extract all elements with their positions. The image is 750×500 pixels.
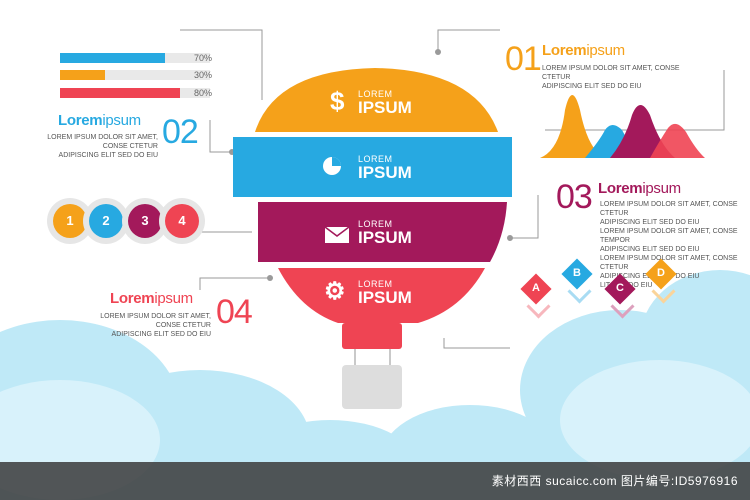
balloon-band-4 xyxy=(278,268,485,323)
diamond-b-label: B xyxy=(573,267,581,279)
connector-lines xyxy=(180,29,725,349)
progress-label-1: 70% xyxy=(193,53,212,63)
section-01-desc-line-2: ADIPISCING ELIT SED DO EIU xyxy=(542,83,642,90)
watermark-bar xyxy=(0,462,750,500)
section-01-bold: Lorem xyxy=(542,42,587,59)
diamond-d-label: D xyxy=(657,267,665,279)
section-04-light: ipsum xyxy=(154,290,193,307)
band-3-label: LOREM IPSUM xyxy=(358,219,412,247)
section-03-desc-line-2: ADIPISCING ELIT SED DO EIU xyxy=(600,219,700,226)
section-02-desc: LOREM IPSUM DOLOR SIT AMET, CONSE CTETUR… xyxy=(28,133,158,160)
progress-fill-1 xyxy=(60,53,165,63)
circle-2: 2 xyxy=(89,204,123,238)
diamond-c-label: C xyxy=(616,282,624,294)
mini-wave-chart xyxy=(540,95,705,158)
band-4-small: LOREM xyxy=(358,279,393,289)
balloon-basket xyxy=(342,365,402,409)
balloon-neck xyxy=(342,323,402,349)
band-2-big: IPSUM xyxy=(358,163,412,182)
progress-bar-1 xyxy=(60,53,210,63)
gear-icon: ⚙ xyxy=(324,278,346,305)
section-01-desc-line-1: LOREM IPSUM DOLOR SIT AMET, CONSE CTETUR xyxy=(542,65,680,81)
section-04-bold: Lorem xyxy=(110,290,155,307)
pie-chart-icon xyxy=(323,157,341,175)
section-03-number: 03 xyxy=(556,178,593,216)
band-1-big: IPSUM xyxy=(358,98,412,117)
section-04-desc-line-1: LOREM IPSUM DOLOR SIT AMET, CONSE CTETUR xyxy=(100,313,211,329)
band-4-label: LOREM IPSUM xyxy=(358,279,412,307)
balloon-band-3 xyxy=(258,202,507,262)
progress-label-3: 80% xyxy=(193,88,212,98)
section-02-desc-line-2: ADIPISCING ELIT SED DO EIU xyxy=(58,152,158,159)
section-03-desc-line-4: ADIPISCING ELIT SED DO EIU xyxy=(600,246,700,253)
section-03-desc-line-3: LOREM IPSUM DOLOR SIT AMET, CONSE TEMPOR xyxy=(600,228,738,244)
section-04-desc-line-2: ADIPISCING ELIT SED DO EIU xyxy=(111,331,211,338)
section-01-number: 01 xyxy=(505,40,542,78)
circle-3: 3 xyxy=(128,204,162,238)
band-3-big: IPSUM xyxy=(358,228,412,247)
balloon-band-2 xyxy=(233,137,512,197)
watermark-text: 素材西西 sucaicc.com 图片编号:ID5976916 xyxy=(491,474,738,488)
band-1-label: LOREM IPSUM xyxy=(358,89,412,117)
balloon-band-1 xyxy=(255,68,498,132)
envelope-icon xyxy=(324,226,350,243)
section-03-light: ipsum xyxy=(642,180,681,197)
band-1-small: LOREM xyxy=(358,89,393,99)
section-03-heading: Loremipsum xyxy=(598,180,681,197)
section-02-number: 02 xyxy=(162,113,199,151)
section-01-heading: Loremipsum xyxy=(542,42,625,59)
dollar-icon: $ xyxy=(330,86,345,116)
section-02-light: ipsum xyxy=(102,112,141,129)
section-03-bold: Lorem xyxy=(598,180,643,197)
progress-label-2: 30% xyxy=(193,70,212,80)
section-02-heading: Loremipsum xyxy=(58,112,141,129)
balloon xyxy=(233,68,512,409)
section-02-bold: Lorem xyxy=(58,112,103,129)
section-01-light: ipsum xyxy=(586,42,625,59)
section-03-desc-line-5: LOREM IPSUM DOLOR SIT AMET, CONSE CTETUR xyxy=(600,255,738,271)
band-3-small: LOREM xyxy=(358,219,393,229)
band-2-label: LOREM IPSUM xyxy=(358,154,412,182)
band-2-small: LOREM xyxy=(358,154,393,164)
section-04-desc: LOREM IPSUM DOLOR SIT AMET, CONSE CTETUR… xyxy=(76,312,211,339)
progress-fill-2 xyxy=(60,70,105,80)
section-04-number: 04 xyxy=(216,293,253,331)
progress-bar-3 xyxy=(60,88,210,98)
section-04-heading: Loremipsum xyxy=(110,290,193,307)
band-4-big: IPSUM xyxy=(358,288,412,307)
circle-4: 4 xyxy=(165,204,199,238)
section-01-desc: LOREM IPSUM DOLOR SIT AMET, CONSE CTETUR… xyxy=(542,64,682,91)
progress-bar-2 xyxy=(60,70,210,80)
section-02-desc-line-1: LOREM IPSUM DOLOR SIT AMET, CONSE CTETUR xyxy=(47,134,158,150)
diamond-a-label: A xyxy=(532,282,540,294)
section-03-desc-line-1: LOREM IPSUM DOLOR SIT AMET, CONSE CTETUR xyxy=(600,201,738,217)
progress-fill-3 xyxy=(60,88,180,98)
circle-1: 1 xyxy=(53,204,87,238)
